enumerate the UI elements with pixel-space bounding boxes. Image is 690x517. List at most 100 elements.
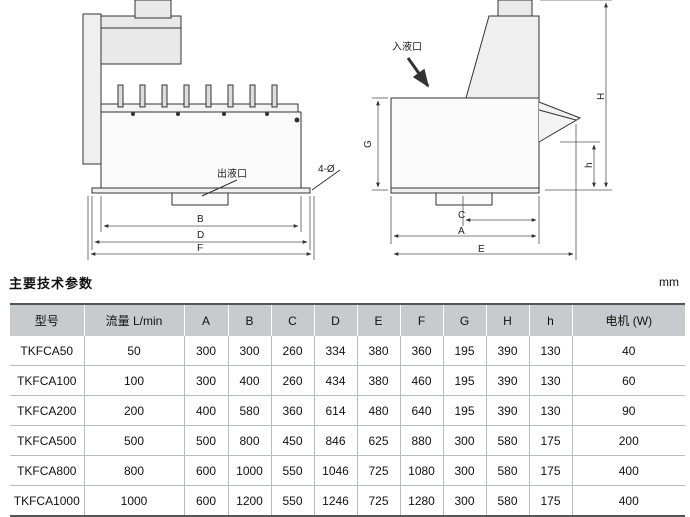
dim-label-f: F xyxy=(197,243,203,254)
value-cell: 1046 xyxy=(313,455,357,486)
value-cell: 390 xyxy=(485,395,529,426)
value-cell: 1000 xyxy=(83,485,184,517)
front-view xyxy=(82,0,341,206)
value-cell: 1280 xyxy=(399,485,443,517)
value-cell: 175 xyxy=(528,455,572,486)
value-cell: 300 xyxy=(442,455,486,486)
value-cell: 600 xyxy=(183,455,228,486)
value-cell: 175 xyxy=(528,485,572,517)
dim-label-c: C xyxy=(458,210,465,221)
value-cell: 580 xyxy=(485,425,529,456)
value-cell: 800 xyxy=(83,455,184,486)
header-cell: A xyxy=(183,303,228,336)
model-cell: TKFCA500 xyxy=(10,425,84,456)
value-cell: 300 xyxy=(183,336,228,366)
value-cell: 640 xyxy=(399,395,443,426)
value-cell: 500 xyxy=(183,425,228,456)
unit-label: mm xyxy=(659,275,679,289)
value-cell: 614 xyxy=(313,395,357,426)
value-cell: 50 xyxy=(83,336,184,366)
value-cell: 390 xyxy=(485,336,529,366)
header-cell: H xyxy=(485,303,529,336)
header-cell: 型号 xyxy=(10,303,84,336)
header-cell: h xyxy=(528,303,572,336)
header-cell: C xyxy=(270,303,314,336)
value-cell: 625 xyxy=(356,425,400,456)
section-title: 主要技术参数 xyxy=(9,276,94,291)
dim-label-g: G xyxy=(363,140,374,148)
value-cell: 130 xyxy=(528,395,572,426)
front-dimensions xyxy=(87,196,315,260)
value-cell: 300 xyxy=(227,336,271,366)
header-cell: B xyxy=(227,303,271,336)
value-cell: 195 xyxy=(442,395,486,426)
value-cell: 200 xyxy=(83,395,184,426)
value-cell: 460 xyxy=(399,365,443,396)
value-cell: 360 xyxy=(399,336,443,366)
value-cell: 1080 xyxy=(399,455,443,486)
value-cell: 800 xyxy=(227,425,271,456)
value-cell: 450 xyxy=(270,425,314,456)
model-cell: TKFCA50 xyxy=(10,336,84,366)
header-cell: D xyxy=(313,303,357,336)
value-cell: 1246 xyxy=(313,485,357,517)
value-cell: 500 xyxy=(83,425,184,456)
value-cell: 300 xyxy=(442,485,486,517)
scraper-bars xyxy=(117,84,278,108)
value-cell: 434 xyxy=(313,365,357,396)
value-cell: 400 xyxy=(183,395,228,426)
value-cell: 90 xyxy=(571,395,685,426)
holes-label: 4-Ø xyxy=(318,164,335,175)
value-cell: 390 xyxy=(485,365,529,396)
outlet-label: 出液口 xyxy=(217,167,247,180)
spec-table: 型号 流量 L/min A B C D E F G H h 电机 (W) TKF… xyxy=(10,303,685,517)
value-cell: 1200 xyxy=(227,485,271,517)
value-cell: 40 xyxy=(571,336,685,366)
value-cell: 550 xyxy=(270,485,314,517)
value-cell: 260 xyxy=(270,336,314,366)
value-cell: 60 xyxy=(571,365,685,396)
value-cell: 725 xyxy=(356,485,400,517)
value-cell: 130 xyxy=(528,336,572,366)
value-cell: 580 xyxy=(485,485,529,517)
value-cell: 400 xyxy=(571,455,685,486)
header-cell: E xyxy=(356,303,400,336)
model-cell: TKFCA1000 xyxy=(10,485,84,517)
header-cell: G xyxy=(442,303,486,336)
value-cell: 130 xyxy=(528,365,572,396)
dim-label-e: E xyxy=(478,244,485,255)
value-cell: 400 xyxy=(571,485,685,517)
value-cell: 300 xyxy=(183,365,228,396)
dim-label-h-upper: H xyxy=(596,93,607,100)
inlet-label: 入液口 xyxy=(392,40,422,53)
model-cell: TKFCA800 xyxy=(10,455,84,486)
table-header-row: 型号 流量 L/min A B C D E F G H h 电机 (W) xyxy=(10,303,685,336)
dim-label-b: B xyxy=(197,214,204,225)
value-cell: 200 xyxy=(571,425,685,456)
header-cell: 流量 L/min xyxy=(83,303,184,336)
header-cell: F xyxy=(399,303,443,336)
value-cell: 725 xyxy=(356,455,400,486)
value-cell: 400 xyxy=(227,365,271,396)
side-dimensions xyxy=(372,0,612,260)
dim-label-h-lower: h xyxy=(584,162,595,168)
value-cell: 380 xyxy=(356,336,400,366)
technical-drawing: B D F 出液口 4-Ø 入液口 xyxy=(82,0,612,260)
value-cell: 360 xyxy=(270,395,314,426)
value-cell: 480 xyxy=(356,395,400,426)
dim-label-a: A xyxy=(458,226,465,237)
model-cell: TKFCA100 xyxy=(10,365,84,396)
value-cell: 300 xyxy=(442,425,486,456)
value-cell: 334 xyxy=(313,336,357,366)
value-cell: 100 xyxy=(83,365,184,396)
value-cell: 1000 xyxy=(227,455,271,486)
value-cell: 580 xyxy=(485,455,529,486)
side-view xyxy=(390,0,582,206)
